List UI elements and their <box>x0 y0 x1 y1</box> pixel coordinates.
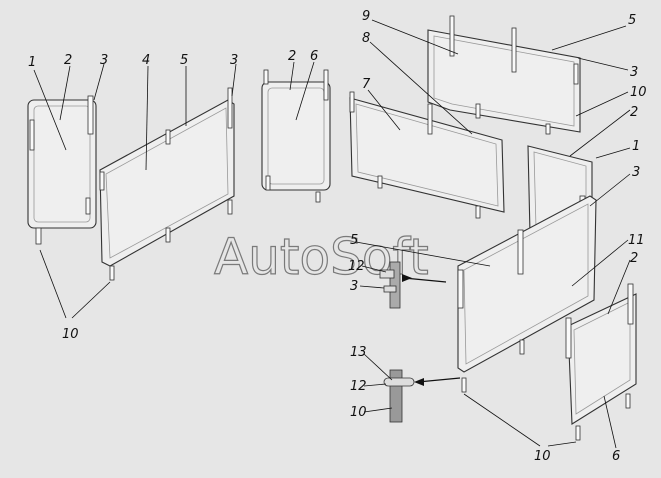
callout-3: 3 <box>100 53 108 68</box>
callout-12: 12 <box>350 379 367 394</box>
callout-3: 3 <box>632 165 640 180</box>
callout-6: 6 <box>310 49 318 64</box>
clamp-detail-upper <box>379 261 447 309</box>
callout-5: 5 <box>350 233 358 248</box>
window-panel-1 <box>27 95 97 245</box>
window-panel-6-upper <box>261 69 331 203</box>
window-panel-7 <box>349 91 505 219</box>
window-panel-9 <box>427 15 581 135</box>
callout-12: 12 <box>348 259 365 274</box>
callout-2: 2 <box>630 251 638 266</box>
window-panel-6-lower <box>565 283 637 441</box>
callout-2: 2 <box>630 105 638 120</box>
callout-10: 10 <box>62 327 79 342</box>
callout-1: 1 <box>632 139 640 154</box>
callout-3: 3 <box>350 279 358 294</box>
callout-3: 3 <box>230 53 238 68</box>
callout-2: 2 <box>288 49 296 64</box>
callout-10: 10 <box>350 405 367 420</box>
callout-8: 8 <box>362 31 370 46</box>
window-panel-11 <box>457 195 597 393</box>
clamp-detail-lower <box>383 369 461 423</box>
callout-4: 4 <box>142 53 150 68</box>
callout-5: 5 <box>628 13 636 28</box>
window-panel-4 <box>99 87 235 281</box>
callout-10: 10 <box>534 449 551 464</box>
leader-lines <box>33 19 631 449</box>
callout-9: 9 <box>362 9 370 24</box>
callout-5: 5 <box>180 53 188 68</box>
callout-10: 10 <box>630 85 647 100</box>
callout-11: 11 <box>628 233 645 248</box>
callout-2: 2 <box>64 53 72 68</box>
callout-3: 3 <box>630 65 638 80</box>
callout-6: 6 <box>612 449 620 464</box>
callout-7: 7 <box>362 77 371 92</box>
callout-13: 13 <box>350 345 367 360</box>
callout-1: 1 <box>28 55 36 70</box>
